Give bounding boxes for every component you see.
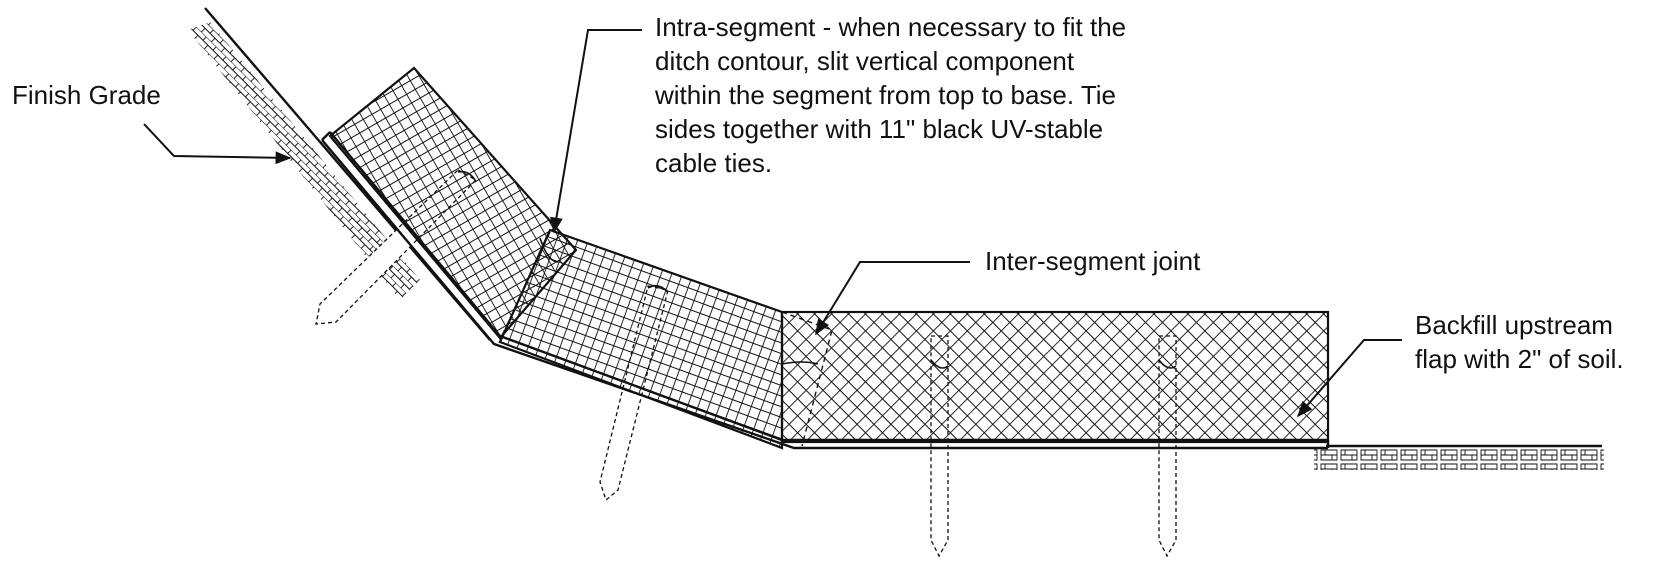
- finish-grade-label: Finish Grade: [12, 80, 161, 110]
- intra-segment-line-1: Intra-segment - when necessary to fit th…: [655, 12, 1126, 42]
- mat-segment-flat: [780, 310, 1330, 444]
- inter-segment-label: Inter-segment joint: [985, 246, 1201, 276]
- intra-segment-leader: [550, 29, 642, 234]
- backfill-line-2: flap with 2" of soil.: [1415, 344, 1624, 374]
- backfill-leader: [1296, 339, 1402, 418]
- inter-segment-leader: [815, 261, 970, 336]
- backfill-label: Backfill upstream flap with 2" of soil.: [1415, 310, 1624, 374]
- intra-segment-slit: [499, 231, 551, 341]
- intra-segment-label: Intra-segment - when necessary to fit th…: [654, 12, 1126, 178]
- backfill-line-1: Backfill upstream: [1415, 310, 1613, 340]
- soil-slope-hatch: [188, 22, 420, 300]
- intra-segment-line-3: within the segment from top to base. Tie: [654, 80, 1116, 110]
- mat-segment-middle: [498, 228, 784, 450]
- finish-grade-leader: [143, 123, 292, 165]
- liner-base: [321, 131, 1330, 450]
- intra-segment-line-4: sides together with 11" black UV-stable: [655, 114, 1103, 144]
- intra-segment-line-2: ditch contour, slit vertical component: [655, 46, 1075, 76]
- intra-segment-line-5: cable ties.: [655, 148, 772, 178]
- soil-ground-hatch: [1314, 448, 1604, 470]
